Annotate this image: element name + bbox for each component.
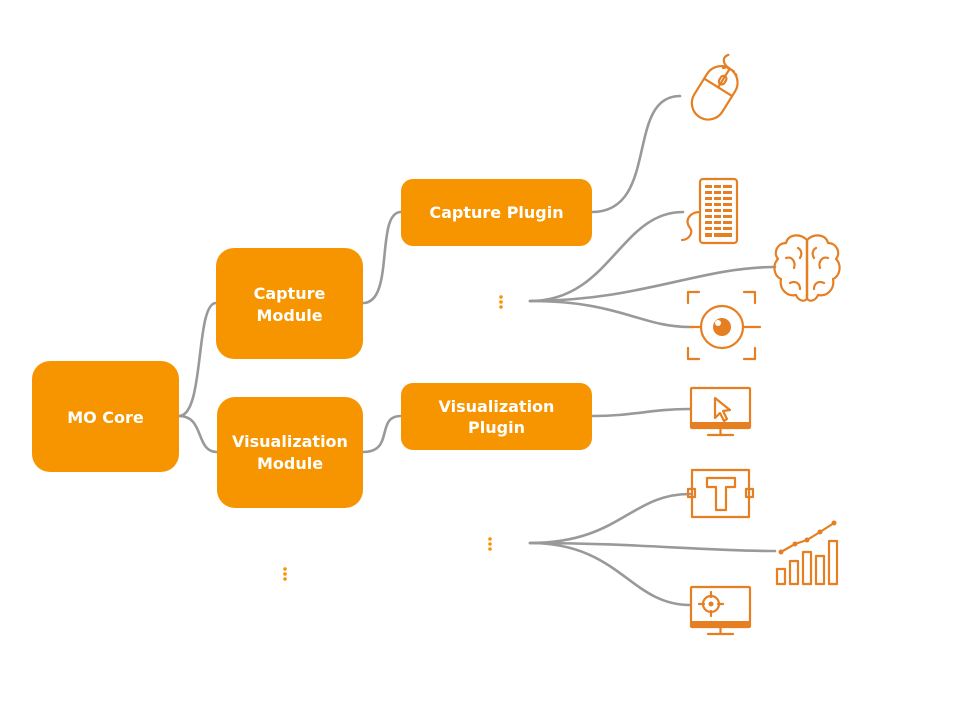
mouse-icon [690,53,739,121]
text-tool-icon [686,468,755,519]
node-visualization-plugin[interactable]: Visualization Plugin [401,383,592,450]
bar-line-chart-icon [775,520,839,586]
connectors [177,94,777,607]
node-visualization-module[interactable]: Visualization Module [217,397,363,508]
node-visualization-module-label-line2: Module [257,454,323,473]
edge-visualization-module-plugin [361,414,403,454]
capture-more-ellipsis-icon [499,295,503,309]
node-visualization-module-label-line1: Visualization [232,432,348,451]
keyboard-icon [680,177,739,245]
edge-capture-module-plugin [361,210,403,305]
node-visualization-plugin-label-line1: Visualization [439,397,555,416]
node-capture-plugin[interactable]: Capture Plugin [401,179,592,246]
edge-capture-more-eye [528,299,692,329]
node-capture-module-label-line2: Module [256,306,322,325]
edge-capture-more-keyboard [528,210,685,303]
edge-core-visualization-module [177,414,219,454]
edge-visualization-more-text [528,492,692,545]
edge-capture-plugin-mouse [590,94,682,214]
node-capture-module[interactable]: Capture Module [216,248,363,359]
edge-visualization-more-target [528,541,692,607]
node-mo-core-label: MO Core [67,408,144,427]
edge-capture-more-brain [528,265,777,303]
visualization-more-ellipsis-icon [488,537,492,551]
edge-visualization-plugin-monitor [590,407,692,418]
node-mo-core[interactable]: MO Core [32,361,179,472]
node-capture-module-label-line1: Capture [254,284,326,303]
module-more-ellipsis-icon [283,567,287,581]
monitor-cursor-icon [689,386,752,437]
edge-core-capture-module [177,301,218,418]
monitor-target-icon [689,585,752,636]
node-visualization-plugin-label-line2: Plugin [468,418,525,437]
node-capture-plugin-label: Capture Plugin [429,203,563,222]
brain-icon [773,234,841,302]
eye-tracking-icon [686,290,762,361]
edge-visualization-more-chart [528,541,777,553]
